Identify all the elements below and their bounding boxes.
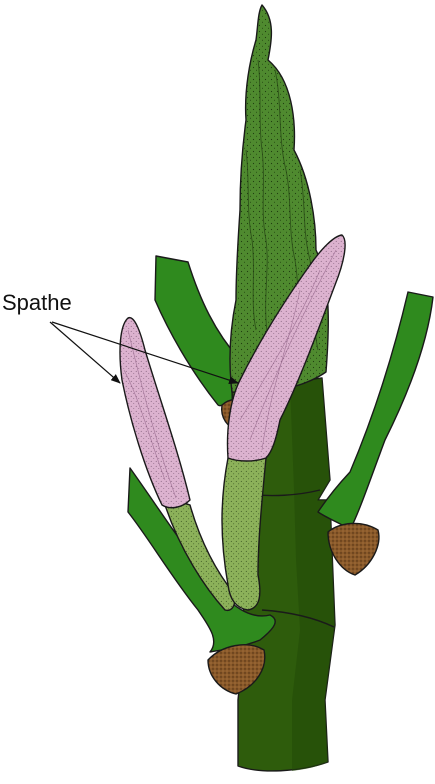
label-spathe: Spathe [2, 290, 72, 315]
arrow-to-small-spathe [49, 321, 121, 384]
node-scar [207, 644, 266, 695]
stem-node-ring [261, 609, 335, 628]
spathe-large [226, 234, 346, 462]
spathe-stalk-large [221, 454, 267, 611]
spathe-large-veins [239, 249, 337, 451]
leaf-right [317, 291, 434, 531]
stem-shading [290, 378, 335, 771]
node-scar [327, 522, 380, 576]
arrow-to-large-spathe [51, 321, 239, 384]
spathe-small [119, 316, 191, 509]
